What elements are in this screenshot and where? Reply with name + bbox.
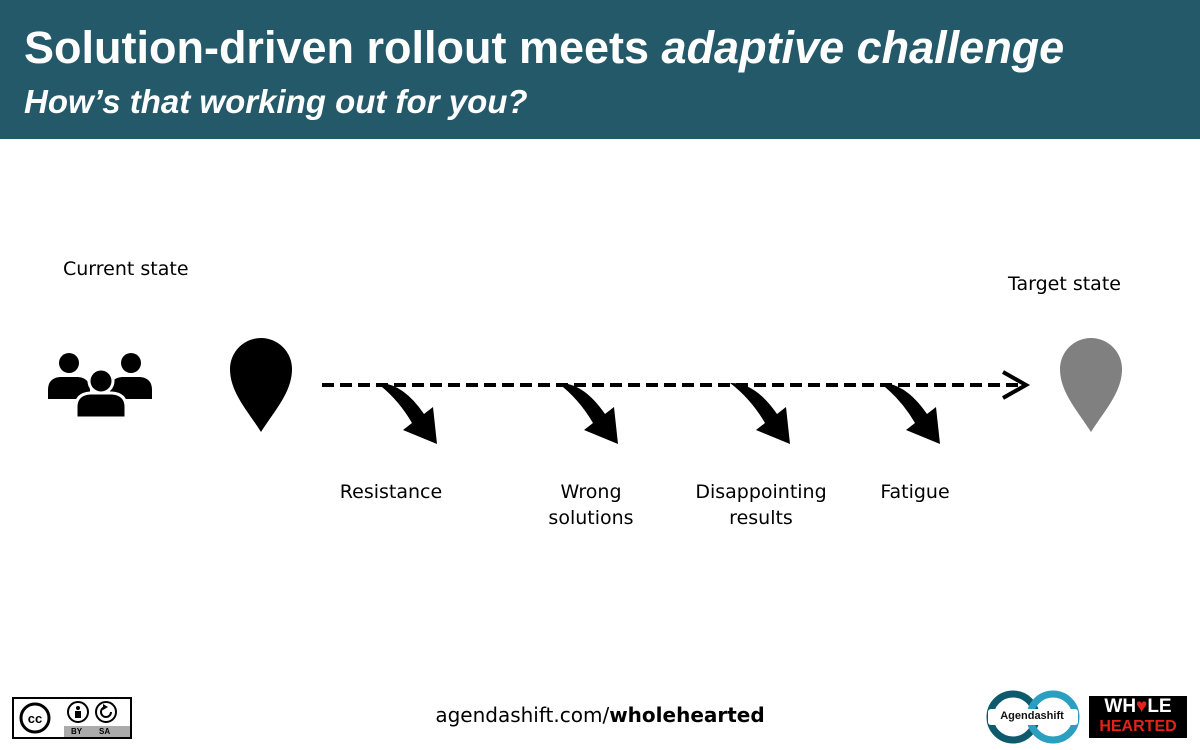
header-banner: Solution-driven rollout meets adaptive c… (0, 0, 1200, 139)
cc-by-text: BY (71, 727, 83, 736)
cc-by-sa-badge[interactable]: cc BY SA (12, 697, 132, 739)
svg-text:cc: cc (28, 711, 42, 726)
obstacle-label-line1: Fatigue (880, 481, 950, 503)
target-state-label: Target state (1008, 273, 1121, 295)
obstacle-label-line1: Disappointing (695, 481, 827, 503)
obstacle-label-line2: solutions (548, 507, 634, 529)
obstacle-label: Resistance (316, 479, 466, 505)
curved-arrow-icon (880, 382, 940, 444)
obstacle-label: Wrong solutions (516, 479, 666, 531)
wholehearted-le: LE (1147, 696, 1172, 717)
obstacle-label: Fatigue (855, 479, 975, 505)
page-subtitle: How’s that working out for you? (24, 83, 528, 120)
heart-icon: ♥ (1136, 696, 1148, 717)
wholehearted-logo-line1: WH♥LE (1089, 697, 1187, 717)
cc-sa-text: SA (99, 727, 111, 736)
title-italic: adaptive challenge (661, 22, 1065, 73)
footer-url-link[interactable]: agendashift.com/wholehearted (400, 702, 800, 728)
curved-arrow-icon (558, 382, 618, 444)
target-state-pin-icon (1060, 338, 1122, 432)
curved-arrow-icon (730, 382, 790, 444)
obstacle-label-line1: Wrong (560, 481, 622, 503)
cc-license-icon: cc (14, 699, 130, 737)
current-state-label: Current state (63, 258, 189, 280)
footer-url-bold: wholehearted (609, 703, 765, 727)
agendashift-logo-text: Agendashift (1000, 710, 1064, 722)
page-title: Solution-driven rollout meets adaptive c… (24, 22, 1064, 74)
obstacle-label: Disappointing results (681, 479, 841, 531)
people-group-icon (48, 353, 152, 420)
wholehearted-logo-line2: HEARTED (1099, 718, 1177, 735)
agendashift-logo-icon (986, 690, 1080, 744)
obstacle-label-line1: Resistance (339, 481, 443, 503)
obstacle-label-line2: results (729, 507, 793, 529)
footer-url-plain: agendashift.com/ (435, 703, 610, 727)
wholehearted-wh: WH (1104, 696, 1137, 717)
title-plain: Solution-driven rollout meets (24, 22, 662, 73)
current-state-pin-icon (230, 338, 292, 432)
dashed-arrow-icon (322, 370, 1031, 400)
curved-arrow-icon (377, 382, 437, 444)
wholehearted-logo: WH♥LE HEARTED (1089, 696, 1187, 738)
